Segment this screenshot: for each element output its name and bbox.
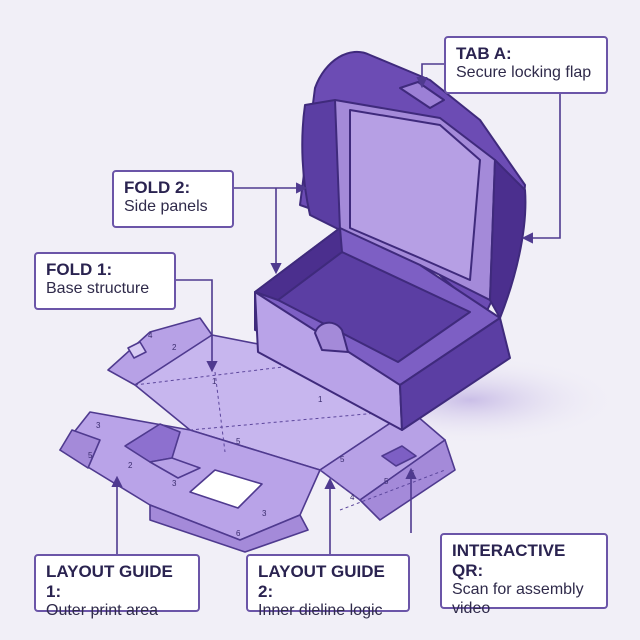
dieline-folds (134, 359, 446, 511)
callout-interactive-qr-desc: Scan for assembly video (452, 581, 584, 617)
callout-interactive-qr: INTERACTIVE QR: Scan for assembly video (440, 533, 608, 617)
box-front-latch (314, 321, 349, 353)
mark-number-1: 1 (318, 395, 323, 404)
mark-number-5: 5 (236, 437, 241, 446)
callout-fold-2-title: FOLD 2: (124, 178, 191, 197)
callout-fold-2-desc: Side panels (124, 198, 208, 216)
lid-lock-tab (399, 81, 445, 109)
lid-left-side (301, 99, 341, 231)
callout-interactive-qr-title: INTERACTIVE QR: (452, 541, 566, 581)
dieline-qr-square (381, 445, 417, 467)
lid-inner-highlight (349, 109, 481, 281)
callout-layout-guide-2-desc: Inner dieline logic (258, 602, 383, 620)
callout-fold-2: FOLD 2: Side panels (112, 170, 234, 228)
mark-number-5: 5 (88, 451, 93, 460)
dieline-right-flap (359, 439, 456, 521)
assembled-box (254, 50, 527, 431)
dieline-window-cut (189, 469, 263, 509)
leader-fold-1 (176, 279, 218, 373)
mark-number-6: 6 (236, 529, 241, 538)
callout-layout-guide-2: LAYOUT GUIDE 2: Inner dieline logic (246, 554, 410, 619)
callout-layout-guide-2-title: LAYOUT GUIDE 2: (258, 562, 385, 602)
box-interior-left-wall (254, 227, 343, 301)
dieline-bottom-strip (149, 504, 309, 553)
dieline-print-block (124, 423, 181, 463)
callout-tab-a: TAB A: Secure locking flap (444, 36, 608, 94)
dieline-print-shadow (149, 457, 201, 479)
flat-dieline (59, 317, 456, 553)
callout-tab-a-desc: Secure locking flap (456, 64, 592, 82)
dieline-left-edge (59, 429, 101, 469)
callout-tab-a-title: TAB A: (456, 44, 512, 63)
mark-number-3: 3 (96, 421, 101, 430)
mark-number-2: 2 (128, 461, 133, 470)
callout-layout-guide-1-title: LAYOUT GUIDE 1: (46, 562, 173, 602)
callout-layout-guide-1: LAYOUT GUIDE 1: Outer print area (34, 554, 200, 619)
dieline-tab-notch (127, 341, 147, 359)
mark-number-3: 3 (262, 509, 267, 518)
mark-number-5: 5 (340, 455, 345, 464)
mark-number-5: 5 (384, 477, 389, 486)
leader-tab-a-side (521, 94, 561, 244)
leader-lines (111, 63, 561, 554)
callout-fold-1-title: FOLD 1: (46, 260, 113, 279)
box-right-wall (399, 317, 511, 431)
callout-fold-1-desc: Base structure (46, 280, 150, 298)
mark-number-3: 3 (172, 479, 177, 488)
mark-number-1: 1 (212, 377, 217, 386)
mark-number-4: 4 (148, 331, 153, 340)
mark-number-2: 2 (172, 343, 177, 352)
callout-fold-1: FOLD 1: Base structure (34, 252, 176, 310)
leader-tab-a (416, 63, 444, 89)
callout-layout-guide-1-desc: Outer print area (46, 602, 159, 620)
mark-number-4: 4 (350, 493, 355, 502)
